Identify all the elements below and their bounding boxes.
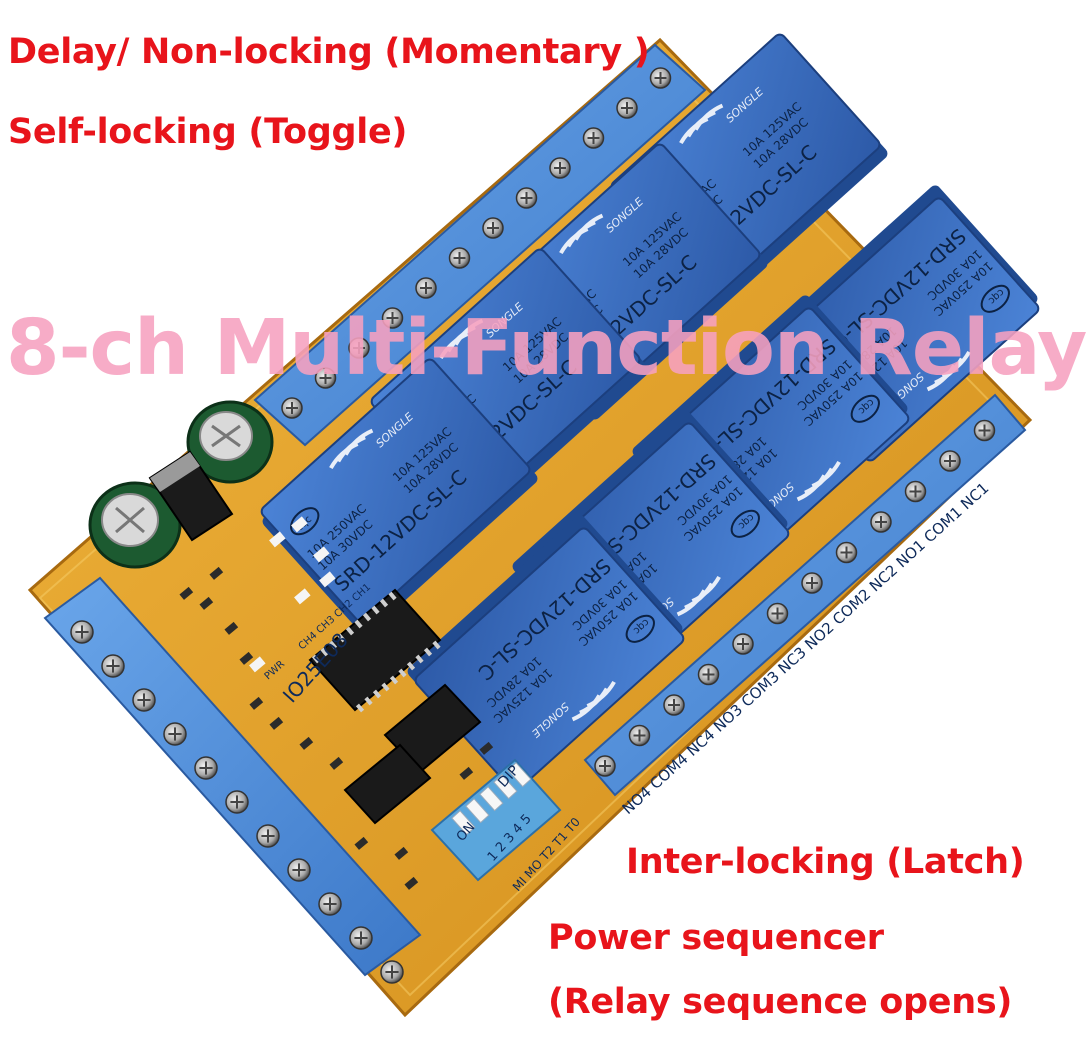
terminal-screw	[582, 127, 605, 149]
terminal-screw	[628, 724, 651, 747]
voltage-regulator	[148, 450, 234, 542]
driver-chip	[343, 743, 432, 825]
mode-sequence-note: (Relay sequence opens)	[548, 982, 1013, 1022]
terminal-screw	[732, 633, 754, 655]
terminal-screw	[549, 157, 571, 179]
terminal-screw	[482, 217, 504, 239]
microcontroller-chip	[308, 588, 442, 713]
terminal-screw	[663, 694, 685, 716]
terminal-screw	[287, 858, 311, 882]
terminal-screw	[801, 572, 823, 594]
left-terminal-strip	[43, 576, 422, 984]
terminal-screw	[194, 756, 218, 780]
mode-inter-locking-label: Inter-locking (Latch)	[626, 842, 1025, 882]
terminal-screw	[256, 824, 280, 848]
terminal-screw	[314, 367, 337, 389]
headline-title: 8-ch Multi-Function Relay	[6, 304, 1086, 393]
terminal-screw	[318, 892, 342, 916]
terminal-screw	[348, 337, 370, 359]
terminal-screw	[697, 663, 720, 686]
terminal-screw	[870, 511, 892, 533]
mode-power-sequencer-label: Power sequencer	[548, 918, 884, 958]
terminal-screw	[415, 277, 437, 299]
terminal-screw	[904, 480, 927, 503]
terminal-screw	[515, 187, 538, 209]
terminal-screw	[163, 722, 187, 746]
dip-switch	[430, 758, 562, 882]
terminal-screw	[349, 926, 373, 950]
terminal-screw	[281, 397, 303, 419]
terminal-screw	[381, 307, 404, 329]
terminal-screw	[939, 450, 961, 472]
terminal-screw	[973, 419, 996, 442]
mode-self-locking-label: Self-locking (Toggle)	[8, 112, 408, 152]
terminal-screw	[380, 960, 404, 984]
terminal-screw	[594, 755, 616, 777]
terminal-screw	[766, 602, 789, 625]
terminal-screw	[835, 541, 858, 564]
right-terminal-strip	[583, 393, 1027, 797]
top-terminal-strip	[253, 43, 707, 447]
terminal-screw	[70, 620, 94, 644]
mode-delay-label: Delay/ Non-locking (Momentary )	[8, 32, 650, 72]
terminal-screw	[649, 67, 672, 89]
terminal-screw	[225, 790, 249, 814]
terminal-screw	[101, 654, 125, 678]
terminal-screw	[448, 247, 471, 269]
terminal-screw	[616, 97, 638, 119]
terminal-screw	[132, 688, 156, 712]
electrolytic-capacitor	[88, 481, 182, 569]
electrolytic-capacitor	[186, 400, 274, 484]
status-leds	[249, 516, 336, 673]
